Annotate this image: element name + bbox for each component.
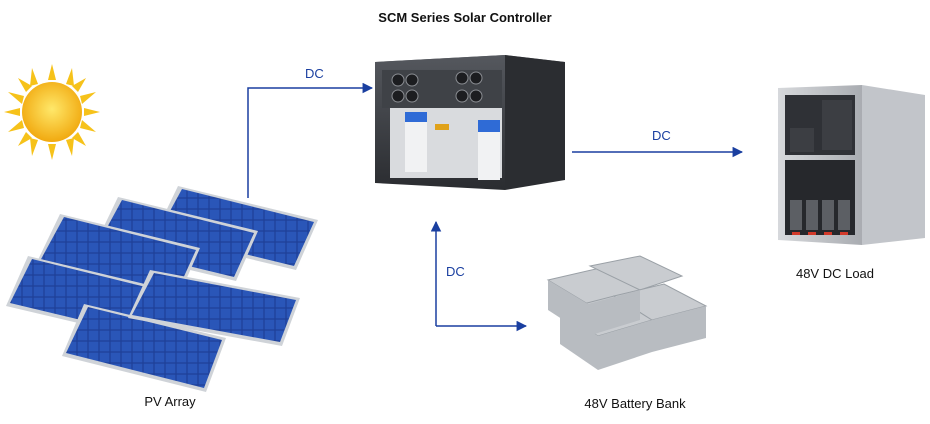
dc-label-load: DC [652,128,671,143]
dc-label-battery: DC [446,264,465,279]
battery-icon [546,255,708,370]
dc-load-label: 48V DC Load [795,266,875,281]
controller-rack-icon [375,55,565,190]
sun-icon [4,64,100,160]
battery-bank-label: 48V Battery Bank [584,396,686,411]
server-load-icon [778,85,925,245]
pv-array-label: PV Array [144,394,196,409]
diagram-title: SCM Series Solar Controller [378,10,552,25]
arrow-pv-to-controller [247,82,374,198]
dc-label-pv: DC [305,66,324,81]
solar-panel-icon [6,186,318,392]
dc-arrows [247,82,744,332]
